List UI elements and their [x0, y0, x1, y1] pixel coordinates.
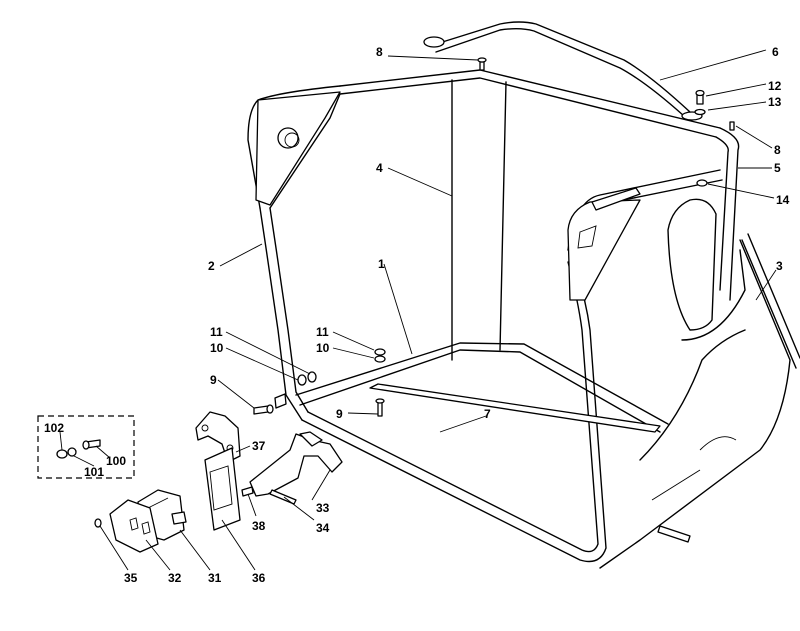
inset-box [37, 415, 135, 479]
label-31: 31 [208, 571, 222, 585]
label-34: 34 [316, 521, 330, 535]
label-9-center: 9 [336, 407, 343, 421]
label-8-top: 8 [376, 45, 383, 59]
label-101: 101 [84, 465, 104, 479]
label-13: 13 [768, 95, 782, 109]
label-8-right: 8 [774, 143, 781, 157]
latch-assembly [94, 411, 343, 553]
part-labels: 8 6 12 13 8 5 14 4 2 3 1 11 10 11 10 9 9… [44, 45, 790, 585]
label-2: 2 [208, 259, 215, 273]
label-36: 36 [252, 571, 266, 585]
label-1: 1 [378, 257, 385, 271]
bag-fabric [599, 198, 791, 569]
label-10-left: 10 [210, 341, 224, 355]
label-102: 102 [44, 421, 64, 435]
label-9-left: 9 [210, 373, 217, 387]
label-37: 37 [252, 439, 266, 453]
top-handle-part-6 [423, 21, 703, 121]
label-6: 6 [772, 45, 779, 59]
rod-part-3 [741, 233, 800, 369]
label-35: 35 [124, 571, 138, 585]
label-14: 14 [776, 193, 790, 207]
label-12: 12 [768, 79, 782, 93]
label-38: 38 [252, 519, 266, 533]
grass-bag-frame [247, 69, 740, 563]
label-7: 7 [484, 407, 491, 421]
label-33: 33 [316, 501, 330, 515]
label-5: 5 [774, 161, 781, 175]
label-100: 100 [106, 454, 126, 468]
leader-lines [59, 49, 777, 571]
label-4: 4 [376, 161, 383, 175]
label-11-left: 11 [210, 325, 223, 339]
label-3: 3 [776, 259, 783, 273]
label-10-center: 10 [316, 341, 330, 355]
bottom-strap-part-7 [369, 383, 661, 433]
knob-icon [277, 127, 299, 149]
label-11-center: 11 [316, 325, 329, 339]
label-32: 32 [168, 571, 182, 585]
